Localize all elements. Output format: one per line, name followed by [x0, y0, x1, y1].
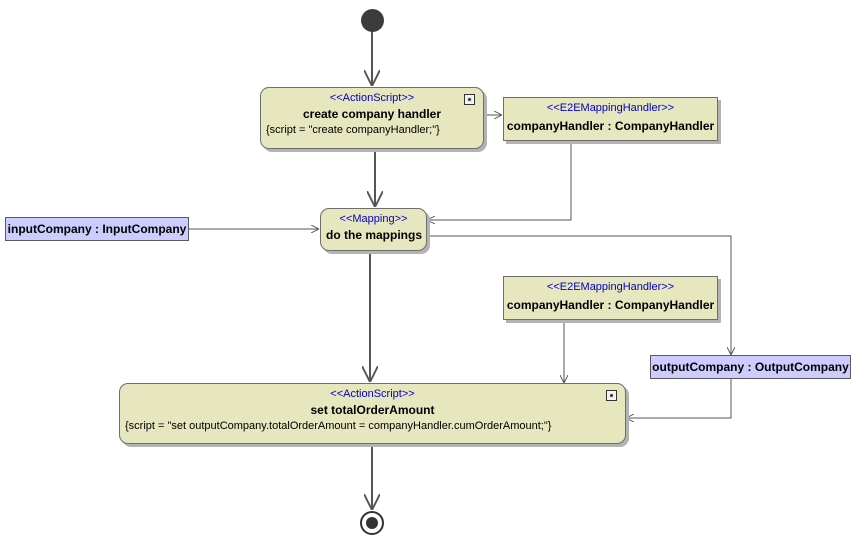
flow-output-to-set-total[interactable]	[626, 379, 732, 418]
action-set-total-order-amount[interactable]: <<ActionScript>> set totalOrderAmount {s…	[119, 383, 626, 444]
pin-input-company[interactable]: inputCompany : InputCompany	[5, 217, 189, 241]
activity-final-node[interactable]	[360, 511, 384, 535]
action-stereotype: <<ActionScript>>	[330, 388, 415, 400]
action-script-icon	[606, 390, 617, 401]
flow-handler-1-to-mappings[interactable]	[427, 142, 572, 220]
object-name: companyHandler : CompanyHandler	[506, 298, 715, 312]
action-script: {script = "create companyHandler;"}	[266, 124, 440, 136]
action-do-the-mappings[interactable]: <<Mapping>> do the mappings	[320, 208, 427, 251]
initial-node[interactable]	[361, 9, 384, 32]
action-stereotype: <<Mapping>>	[339, 213, 408, 225]
flow-mappings-to-output[interactable]	[427, 235, 731, 355]
action-create-company-handler[interactable]: <<ActionScript>> create company handler …	[260, 87, 484, 149]
action-name: set totalOrderAmount	[310, 403, 435, 417]
action-script: {script = "set outputCompany.totalOrderA…	[125, 420, 552, 432]
object-stereotype: <<E2EMappingHandler>>	[546, 102, 675, 114]
action-name: create company handler	[302, 107, 442, 121]
action-script-icon	[464, 94, 475, 105]
object-node-company-handler-1[interactable]: <<E2EMappingHandler>> companyHandler : C…	[503, 97, 718, 141]
object-node-company-handler-2[interactable]: <<E2EMappingHandler>> companyHandler : C…	[503, 276, 718, 320]
pin-output-company[interactable]: outputCompany : OutputCompany	[650, 355, 851, 379]
object-name: companyHandler : CompanyHandler	[506, 119, 715, 133]
object-stereotype: <<E2EMappingHandler>>	[546, 281, 675, 293]
action-name: do the mappings	[326, 228, 422, 242]
action-stereotype: <<ActionScript>>	[329, 92, 415, 104]
